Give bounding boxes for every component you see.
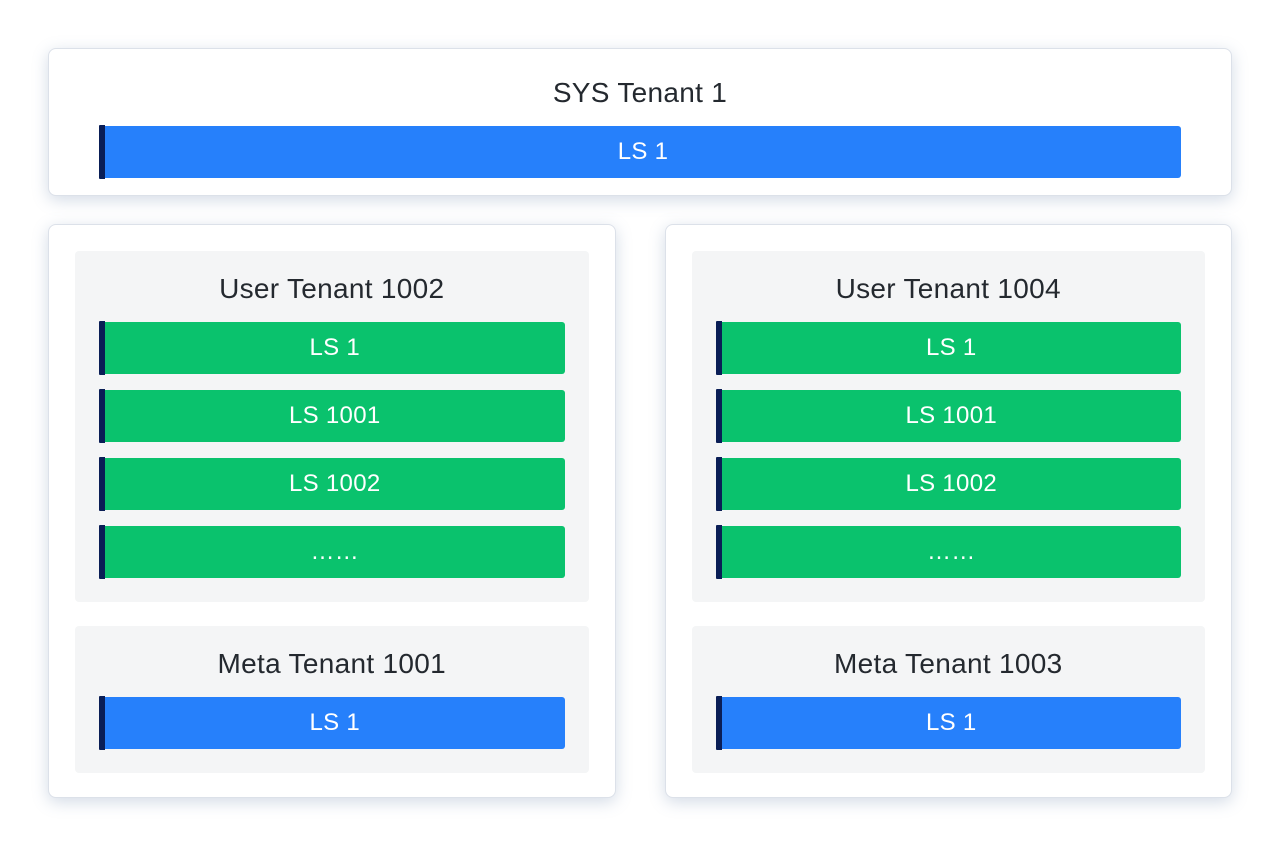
log-stream-bar: LS 1: [99, 696, 565, 750]
tenant-group-card-right: User Tenant 1004 LS 1 LS 1001 LS 1002 ………: [664, 224, 1232, 798]
log-stream-label: LS 1001: [288, 402, 381, 429]
log-stream-label: LS 1002: [905, 470, 997, 497]
log-stream-bar: LS 1: [99, 125, 1181, 179]
user-tenant-title: User Tenant 1004: [835, 273, 1061, 304]
log-stream-label: LS 1001: [905, 402, 997, 429]
user-tenant-title: User Tenant 1002: [219, 273, 445, 304]
log-stream-label: LS 1: [925, 709, 977, 736]
tenant-columns: User Tenant 1002 LS 1 LS 1001 LS 1002 ………: [48, 224, 1232, 798]
meta-tenant-panel: Meta Tenant 1003 LS 1: [691, 626, 1205, 773]
log-stream-label: LS 1: [309, 334, 361, 361]
user-tenant-panel: User Tenant 1004 LS 1 LS 1001 LS 1002 ……: [691, 251, 1205, 602]
log-stream-label: LS 1002: [288, 470, 381, 497]
log-stream-bar: LS 1001: [715, 389, 1181, 443]
log-stream-bar: LS 1002: [715, 457, 1181, 511]
meta-tenant-title: Meta Tenant 1003: [834, 648, 1063, 679]
log-stream-bar-ellipsis: ……: [715, 525, 1181, 579]
log-stream-label: ……: [310, 538, 360, 565]
log-stream-bar: LS 1002: [99, 457, 565, 511]
log-stream-bar: LS 1: [99, 321, 565, 375]
sys-tenant-card: SYS Tenant 1 LS 1: [48, 48, 1232, 196]
log-stream-label: LS 1: [925, 334, 977, 361]
log-stream-bar: LS 1: [715, 696, 1181, 750]
log-stream-bar: LS 1001: [99, 389, 565, 443]
log-stream-label: LS 1: [617, 138, 669, 165]
log-stream-label: ……: [926, 538, 976, 565]
log-stream-bar-ellipsis: ……: [99, 525, 565, 579]
log-stream-label: LS 1: [309, 709, 361, 736]
meta-tenant-panel: Meta Tenant 1001 LS 1: [75, 626, 589, 773]
tenant-group-card-left: User Tenant 1002 LS 1 LS 1001 LS 1002 ………: [48, 224, 616, 798]
user-tenant-panel: User Tenant 1002 LS 1 LS 1001 LS 1002 ……: [75, 251, 589, 602]
sys-tenant-title: SYS Tenant 1: [552, 77, 728, 108]
log-stream-bar: LS 1: [715, 321, 1181, 375]
meta-tenant-title: Meta Tenant 1001: [217, 648, 446, 679]
